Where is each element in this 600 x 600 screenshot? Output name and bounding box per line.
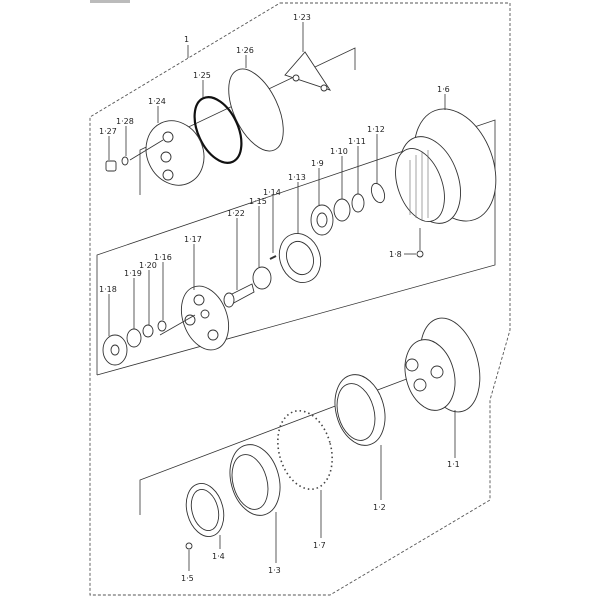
caption-mark: [90, 0, 130, 3]
label-1-11: 1·11: [348, 137, 366, 146]
label-1: 1: [184, 35, 189, 44]
part-1-14-pin: [269, 255, 277, 260]
label-1-9: 1·9: [311, 159, 324, 168]
part-1-28-o-ring: [121, 156, 129, 166]
label-1-6: 1·6: [437, 85, 450, 94]
label-1-25: 1·25: [193, 71, 211, 80]
label-1-18: 1·18: [99, 285, 117, 294]
label-1-4: 1·4: [212, 552, 225, 561]
label-1-20: 1·20: [139, 261, 157, 270]
part-1-8-plug: [416, 250, 424, 258]
label-1-5: 1·5: [181, 574, 194, 583]
label-1-22: 1·22: [227, 209, 245, 218]
label-1-24: 1·24: [148, 97, 166, 106]
label-1-27: 1·27: [99, 127, 117, 136]
part-1-10-bearing: [333, 198, 351, 222]
label-1-26: 1·26: [236, 46, 254, 55]
part-1-11-washer: [351, 193, 365, 213]
label-1-23: 1·23: [293, 13, 311, 22]
part-1-23-plate: [284, 51, 332, 91]
label-1-3: 1·3: [268, 566, 281, 575]
part-1-20-bushing: [142, 324, 154, 338]
part-1-19-bearing: [126, 328, 142, 348]
label-1-13: 1·13: [288, 173, 306, 182]
label-1-8: 1·8: [389, 250, 402, 259]
part-1-24-cover: [145, 120, 205, 186]
part-1-15-gear: [252, 266, 272, 290]
label-1-14: 1·14: [263, 188, 281, 197]
label-1-1: 1·1: [447, 460, 460, 469]
label-1-7: 1·7: [313, 541, 326, 550]
label-1-15: 1·15: [249, 197, 267, 206]
label-1-28: 1·28: [116, 117, 134, 126]
label-1-2: 1·2: [373, 503, 386, 512]
frame-middle: [96, 119, 496, 376]
label-1-17: 1·17: [184, 235, 202, 244]
part-1-12-ring: [370, 182, 386, 204]
part-1-16-washer: [157, 320, 167, 332]
label-1-16: 1·16: [154, 253, 172, 262]
part-1-27-plug: [105, 160, 117, 172]
label-1-10: 1·10: [330, 147, 348, 156]
part-1-25-o-ring: [193, 96, 243, 164]
label-1-19: 1·19: [124, 269, 142, 278]
label-1-12: 1·12: [367, 125, 385, 134]
part-1-5-screw: [185, 542, 193, 550]
part-1-7-balls: [277, 409, 333, 491]
